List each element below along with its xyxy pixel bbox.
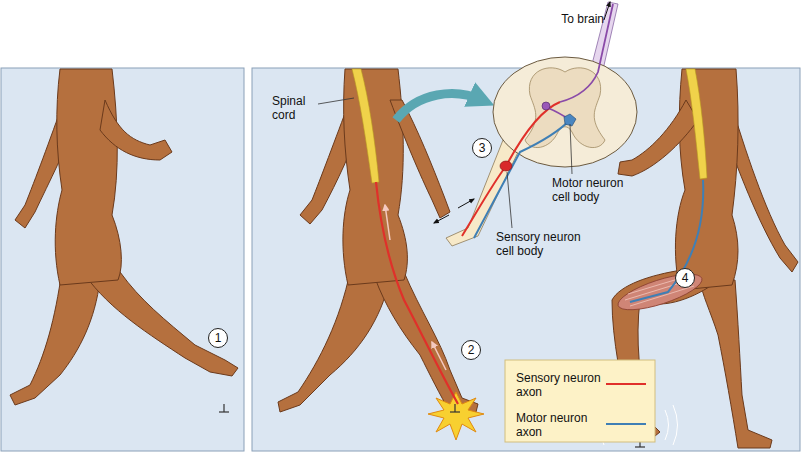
- motor-axon: [630, 180, 703, 302]
- direction-arrow: [434, 215, 449, 223]
- legend-text: Sensory neuron axon: [516, 371, 604, 399]
- legend-sample-line: [606, 423, 646, 425]
- spinal-cord: [686, 69, 707, 179]
- spinal-nerve: [446, 135, 520, 246]
- interneuron-cell-body: [542, 102, 550, 110]
- part-label: To brain: [544, 12, 604, 26]
- part-label: Sensory neuron cell body: [496, 230, 592, 258]
- tack-head: [219, 411, 229, 412]
- sensory-cell-body: [500, 161, 512, 171]
- legend-text: Motor neuron axon: [516, 411, 604, 439]
- leg: [10, 270, 100, 405]
- callout-number: 2: [468, 344, 475, 356]
- spinal-cord: [352, 69, 379, 183]
- leg: [278, 272, 390, 412]
- leader-line: [318, 98, 354, 104]
- part-label: Spinal cord: [272, 94, 318, 122]
- tack: [450, 404, 460, 412]
- tack-pin: [223, 404, 224, 412]
- callout-circle: 2: [461, 340, 481, 360]
- callout-circle: 3: [472, 138, 492, 158]
- signal-arrow: [432, 342, 446, 370]
- leg: [85, 272, 238, 376]
- legend-box: [505, 360, 655, 442]
- muscle: [614, 267, 705, 317]
- tack-head: [450, 411, 460, 412]
- leader-line: [507, 172, 512, 228]
- callout-number: 1: [215, 332, 222, 344]
- panel: [1, 68, 244, 451]
- zoom-arrow: [396, 94, 482, 120]
- direction-arrow: [604, 2, 610, 20]
- walking-figure: [10, 69, 238, 405]
- sensory-axon: [376, 182, 458, 404]
- part-label: Motor neuron cell body: [552, 176, 636, 204]
- direction-arrow: [458, 199, 474, 208]
- signal-arrow: [385, 205, 390, 240]
- tack-pin: [454, 404, 455, 412]
- tack: [219, 404, 229, 412]
- sensory-axon: [462, 102, 560, 236]
- callout-circle: 4: [675, 268, 695, 288]
- tack-head: [635, 446, 645, 447]
- legend-sample-line: [606, 383, 646, 385]
- callout-number: 3: [479, 142, 486, 154]
- arm: [100, 100, 172, 160]
- leg: [700, 280, 772, 448]
- callout-circle: 1: [208, 328, 228, 348]
- torso: [55, 69, 121, 285]
- leader-line: [570, 124, 572, 174]
- callout-number: 4: [682, 272, 689, 284]
